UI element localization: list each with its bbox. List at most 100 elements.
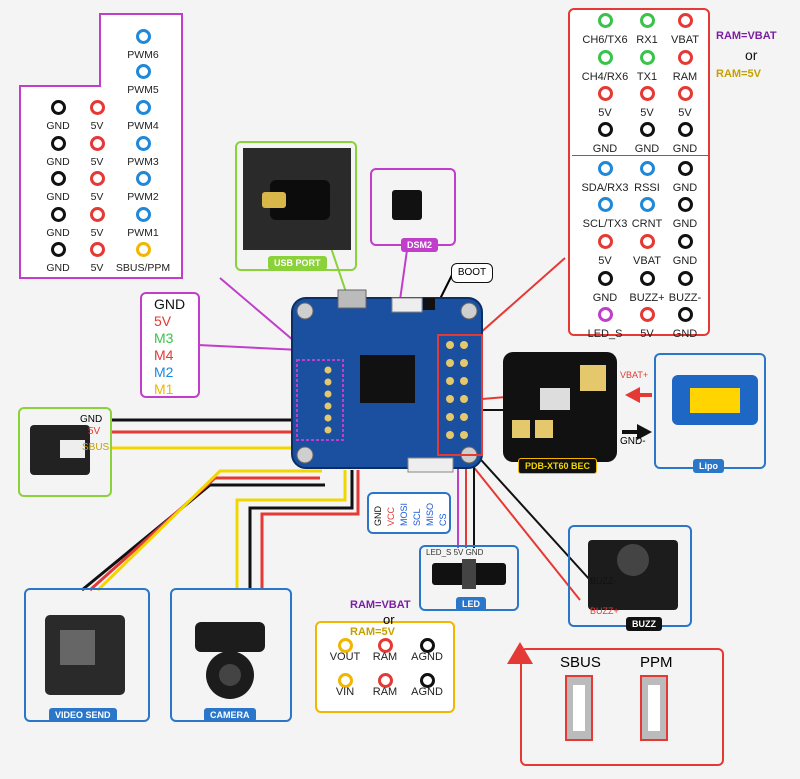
rx-header-pin [678, 234, 693, 249]
pwm-pin-label: PWM3 [127, 156, 159, 168]
rx-header-pin [598, 161, 613, 176]
rx-header-pin [598, 197, 613, 212]
pdb-label: PDB-XT60 BEC [518, 458, 598, 474]
rx-header-pin-label: CRNT [631, 218, 663, 230]
pwm-pin-label: PWM2 [127, 191, 159, 203]
fc-pad [446, 395, 454, 403]
vtx-pin [420, 638, 435, 653]
rx-header-pin-label: CH6/TX6 [582, 34, 628, 46]
divider [572, 155, 708, 156]
sbus-ppm-callout [520, 648, 724, 766]
fc-pad [446, 413, 454, 421]
pwm-pin [136, 136, 151, 151]
v5-pin [90, 100, 105, 115]
vtx-or: or [383, 612, 395, 627]
rx-header-pin [640, 197, 655, 212]
dsm2-callout [370, 168, 456, 246]
rx-header-pin-label: SDA/RX3 [581, 182, 629, 194]
rx-header-pin-label: VBAT [671, 34, 699, 46]
fc-pad [446, 377, 454, 385]
jumper-note-5v: RAM=5V [716, 68, 761, 80]
spi-pin-label: MOSI [399, 502, 409, 526]
rx-header-pin-label: GND [634, 143, 660, 155]
rx-header-pin [678, 161, 693, 176]
vtx-header-callout [315, 621, 455, 713]
buzz-label: BUZZ [626, 617, 662, 631]
rx-header-pin [598, 86, 613, 101]
rx-header-pin-label: GND [592, 292, 618, 304]
buzz-plus-label: BUZZ+ [590, 606, 619, 616]
rx-header-pin-label: 5V [640, 107, 654, 119]
vtx-pin-label: VOUT [329, 651, 361, 663]
fc-pad [324, 426, 332, 434]
fc-pad [446, 341, 454, 349]
rx-header-pin-label: 5V [598, 107, 612, 119]
led-label: LED [456, 597, 486, 611]
pwm-pin [136, 242, 151, 257]
v5-pin [90, 242, 105, 257]
rx-header-pin-label: RAM [672, 71, 698, 83]
vtx-pin-label: RAM [372, 686, 398, 698]
rx-header-pin-label: RX1 [636, 34, 658, 46]
rx-header-pin [640, 307, 655, 322]
receiver-5v-label: 5V [88, 426, 101, 437]
v5-pin-label: 5V [90, 227, 104, 239]
vtx-pin-label: RAM [372, 651, 398, 663]
pwm-pin-label: PWM4 [127, 120, 159, 132]
rx-header-pin-label: GND [672, 255, 698, 267]
fc-pad [446, 431, 454, 439]
fc-pad [324, 414, 332, 422]
fc-pad [324, 402, 332, 410]
fc-pad [324, 378, 332, 386]
gnd-pin-label: GND [46, 120, 70, 132]
rx-header-pin [598, 307, 613, 322]
rx-header-pin-label: BUZZ- [668, 292, 702, 304]
rx-header-pin [678, 86, 693, 101]
vtx-pin-label: VIN [335, 686, 355, 698]
rx-header-pin [678, 307, 693, 322]
rx-header-pin [640, 161, 655, 176]
rx-header-pin-label: GND [672, 218, 698, 230]
video-send-label: VIDEO SEND [49, 708, 117, 722]
v5-pin [90, 171, 105, 186]
spi-pin-label: SCL [412, 508, 422, 526]
pwm-pin-label: PWM1 [127, 227, 159, 239]
rx-header-pin [640, 50, 655, 65]
led-pins-label: LED_S 5V GND [426, 548, 484, 557]
rx-header-pin-label: BUZZ+ [629, 292, 665, 304]
fc-pad [324, 366, 332, 374]
rx-header-pin-label: CH4/RX6 [581, 71, 629, 83]
rx-header-pin-label: LED_S [587, 328, 623, 340]
pwm-pin-label: PWM6 [127, 49, 159, 61]
mcu-chip [360, 355, 415, 403]
rx-header-pin-label: GND [672, 143, 698, 155]
pwm-pin [136, 100, 151, 115]
gnd-pin-label: GND [46, 262, 70, 274]
buzzer-callout [568, 525, 692, 627]
receiver-gnd-label: GND [80, 414, 103, 425]
pwm-pin [136, 29, 151, 44]
pwm-pin-label: PWM5 [127, 84, 159, 96]
v5-pin-label: 5V [90, 156, 104, 168]
jumper-note-vbat: RAM=VBAT [716, 30, 777, 42]
lipo-callout [654, 353, 766, 469]
vbat-plus-label: VBAT+ [620, 370, 649, 380]
motor-legend-item: M3 [154, 330, 174, 346]
rx-header-pin [640, 86, 655, 101]
vtx-pin [378, 673, 393, 688]
spi-pin-label: MISO [425, 502, 435, 526]
rx-header-pin-label: 5V [640, 328, 654, 340]
rx-header-pin-label: GND [672, 328, 698, 340]
motor-legend-item: GND [154, 296, 186, 312]
fc-pad [460, 431, 468, 439]
gnd-pin [51, 207, 66, 222]
v5-pin-label: 5V [90, 120, 104, 132]
rx-header-pin [598, 13, 613, 28]
usb-port-callout [235, 141, 357, 271]
motor-legend-item: M4 [154, 347, 174, 363]
v5-pin [90, 207, 105, 222]
vtx-pin [338, 638, 353, 653]
